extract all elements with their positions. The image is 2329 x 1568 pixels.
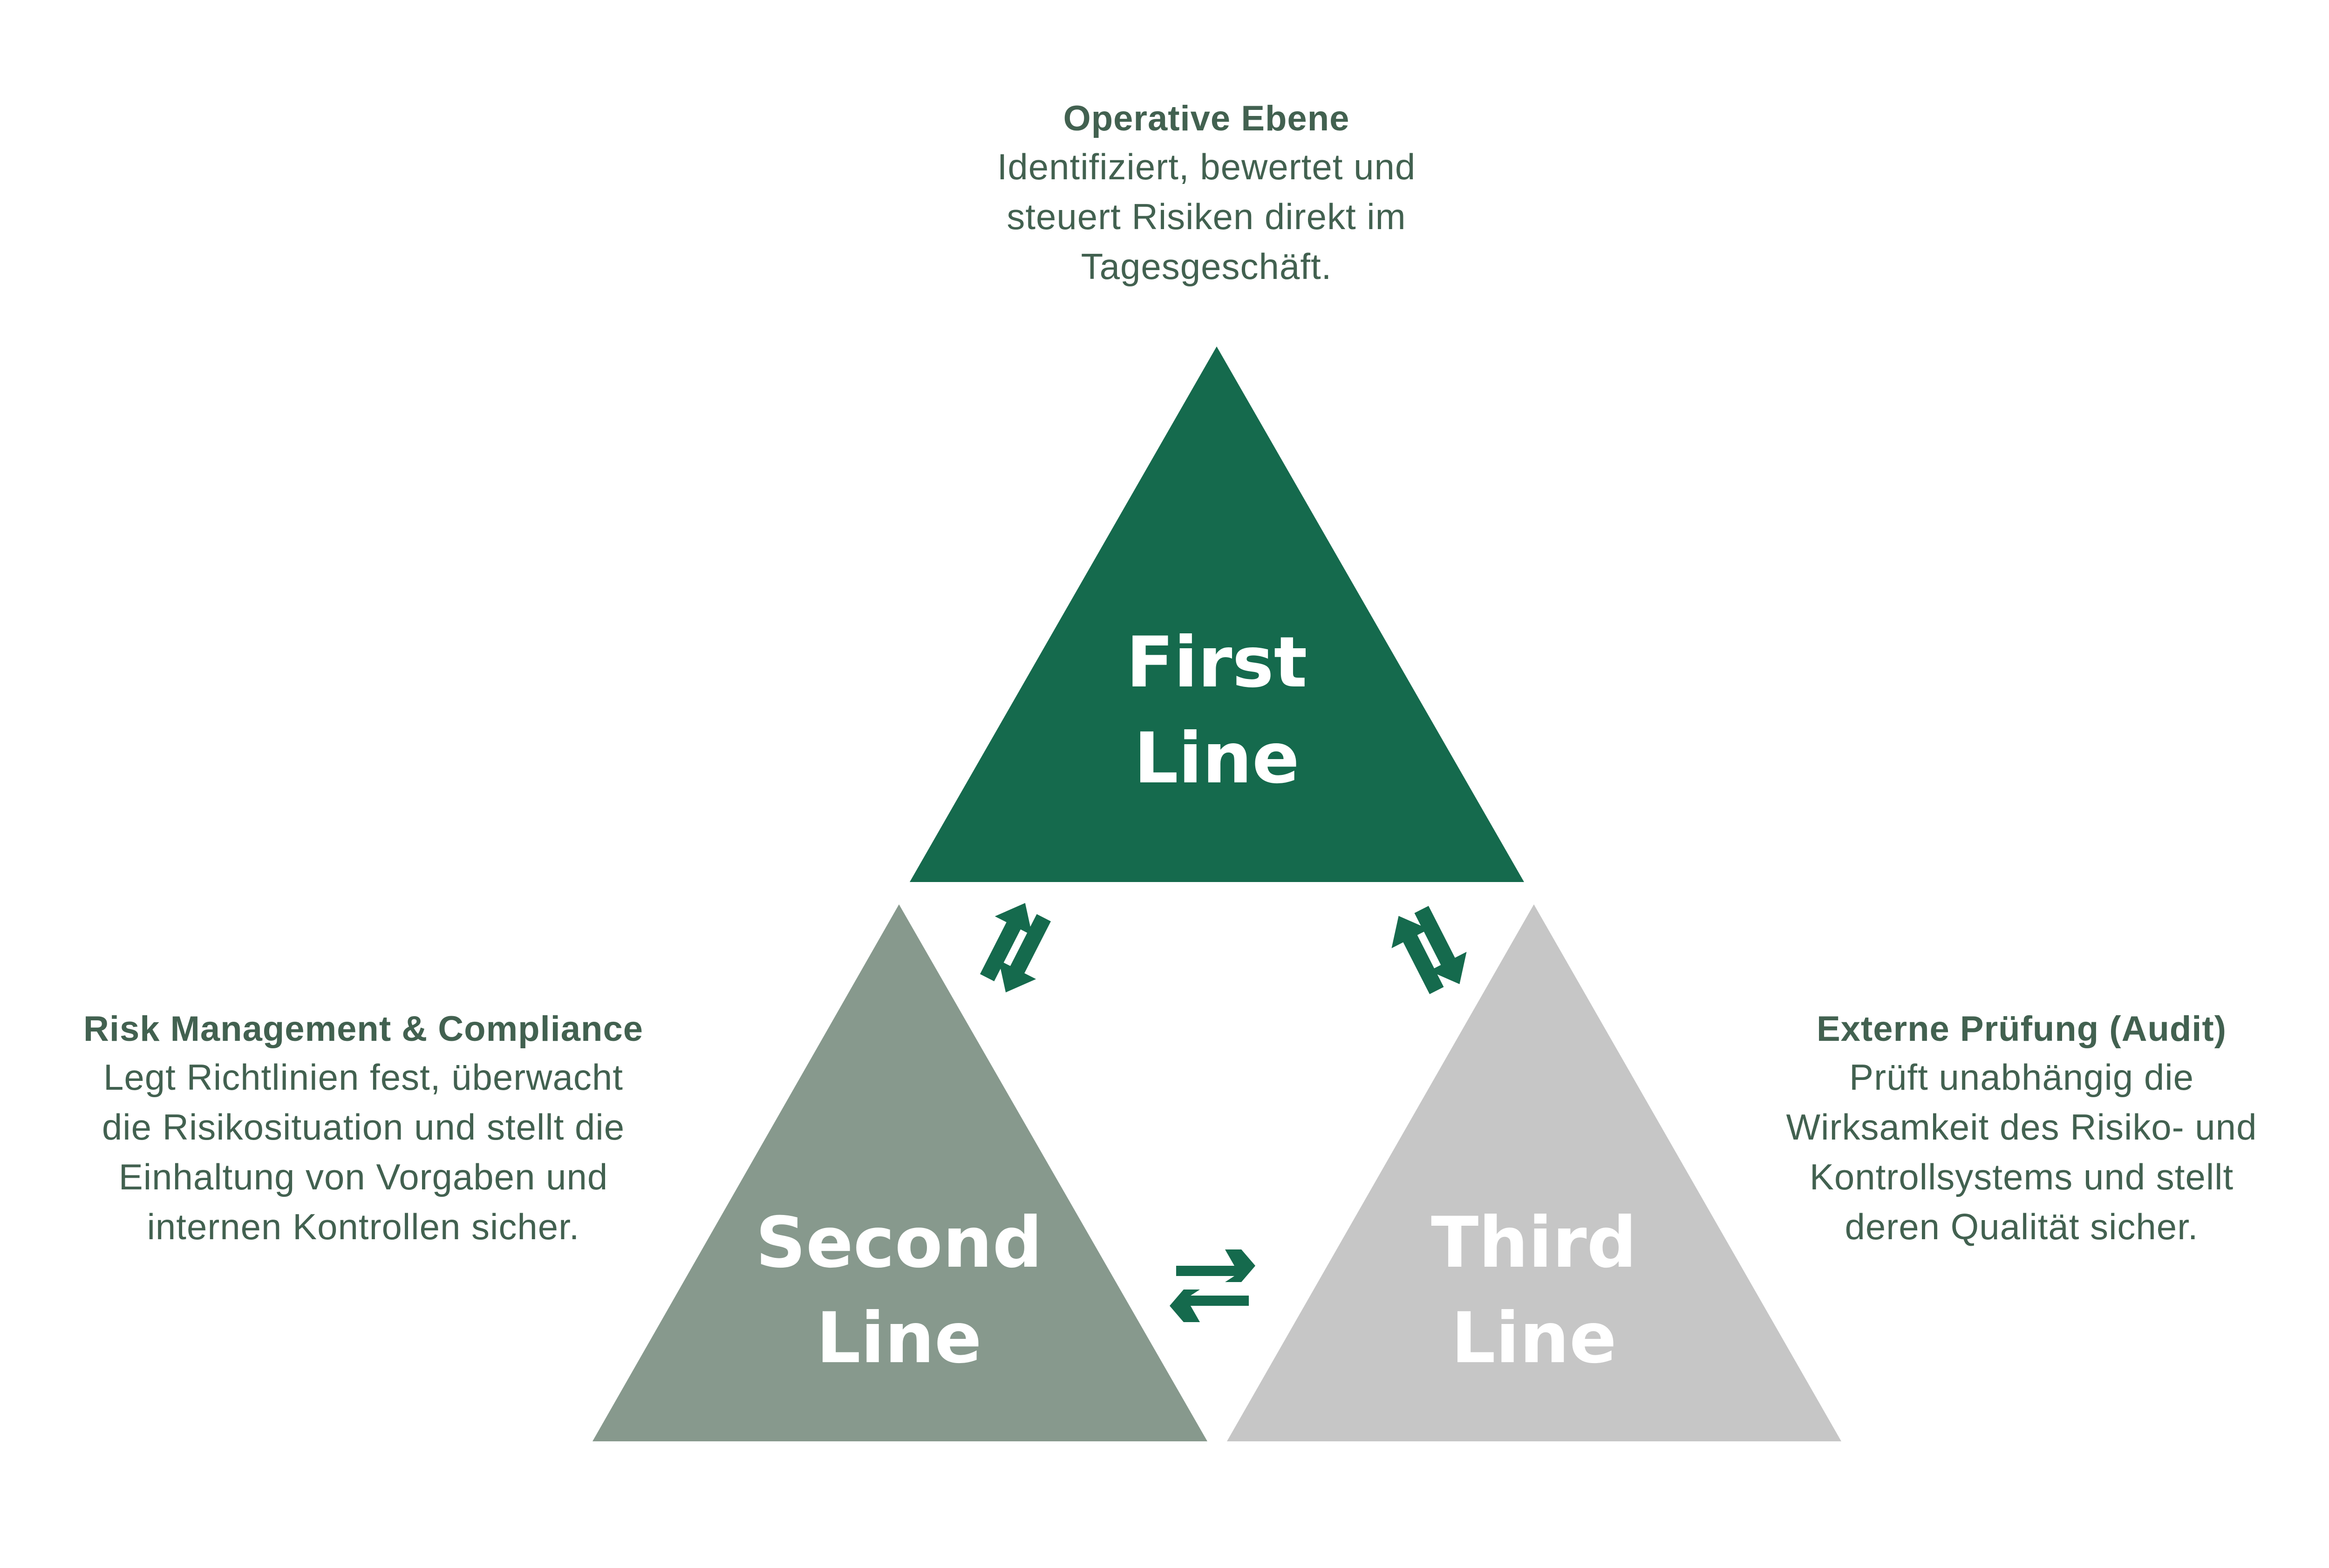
second-line-label-line1: Second [756,1202,1042,1283]
first-line-label-line1: First [1126,622,1308,703]
right-description-title: Externe Prüfung (Audit) [1816,1009,2227,1049]
first-second-exchange-icon [980,903,1051,992]
right-description-body: Prüft unabhängig die Wirksamkeit des Ris… [1786,1057,2257,1247]
top-description: Operative Ebene Identifiziert, bewertet … [927,95,1486,292]
left-description-title: Risk Management & Compliance [83,1009,644,1049]
first-line-label-line2: Line [1134,718,1300,799]
arrow-right [1176,1249,1255,1282]
left-description: Risk Management & Compliance Legt Richtl… [28,1006,699,1252]
left-description-body: Legt Richtlinien fest, überwacht die Ris… [102,1057,625,1247]
second-line-label-line2: Line [816,1298,982,1379]
third-line-label-line1: Third [1431,1202,1637,1283]
top-description-body: Identifiziert, bewertet und steuert Risi… [997,146,1416,287]
first-third-exchange-icon [1391,906,1467,994]
second-line-shape [592,904,1207,1441]
second-line-triangle: Second Line [592,904,1207,1441]
first-line-shape [910,346,1524,882]
arrow-up-left [1391,916,1444,994]
arrow-left [1170,1290,1249,1322]
arrow-down-left [999,914,1051,992]
second-third-exchange-icon [1170,1249,1255,1322]
first-line-triangle: First Line [910,346,1524,882]
arrow-down-right [1414,906,1467,984]
right-description: Externe Prüfung (Audit) Prüft unabhängig… [1723,1006,2320,1252]
third-line-shape [1227,904,1841,1441]
third-line-label-line2: Line [1451,1298,1617,1379]
third-line-triangle: Third Line [1227,904,1841,1441]
top-description-title: Operative Ebene [1063,99,1350,138]
arrow-up-right [980,903,1032,982]
